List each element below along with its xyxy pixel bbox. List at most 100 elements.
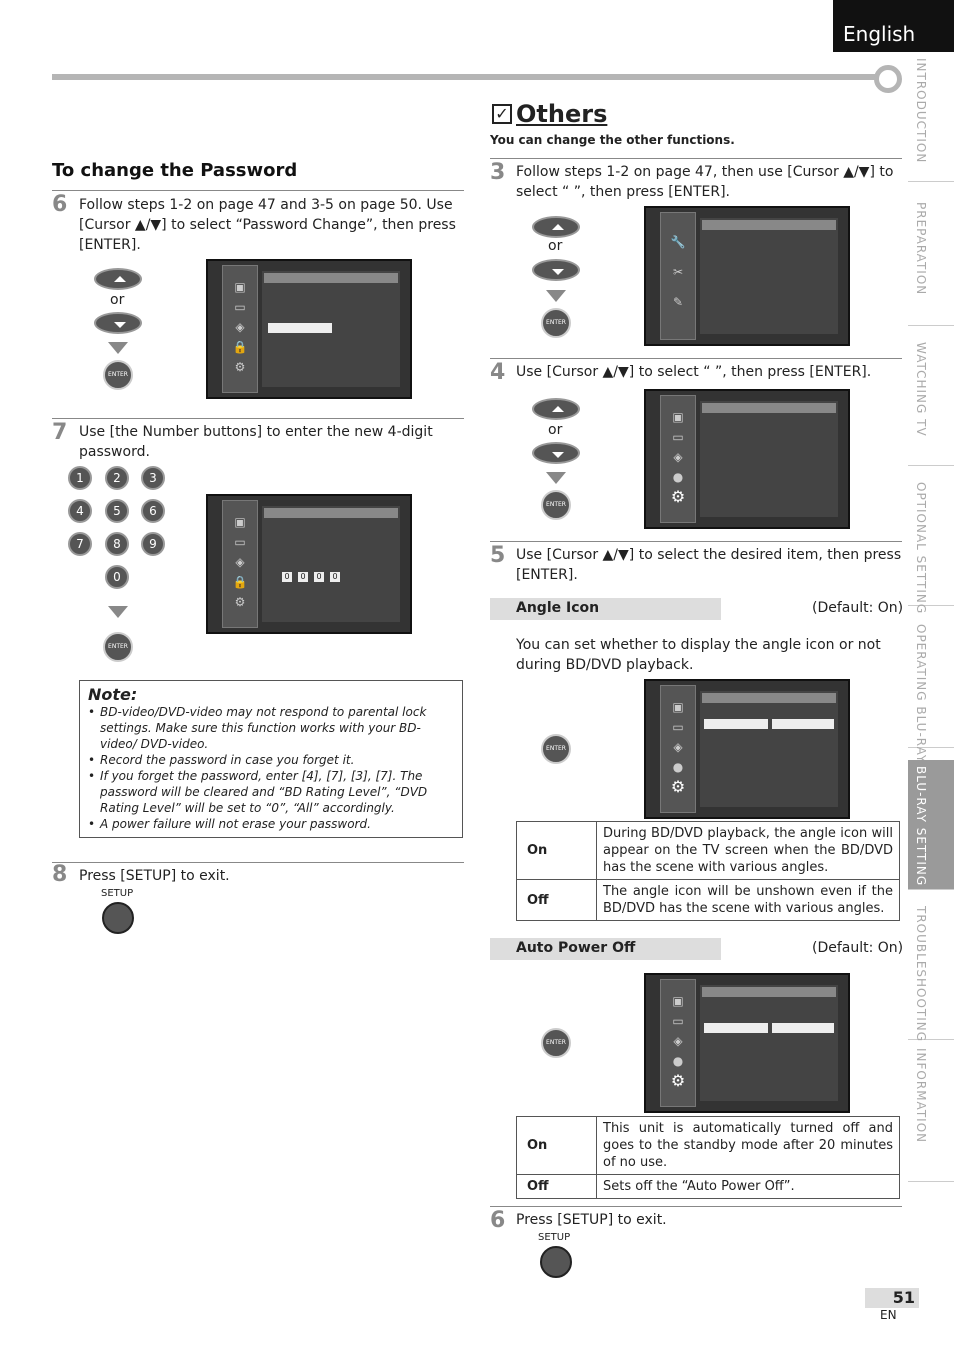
number-button[interactable]: 8 (105, 532, 129, 556)
or-label: or (548, 238, 563, 254)
password-digit: 0 (314, 572, 324, 582)
number-button[interactable]: 6 (141, 499, 165, 523)
gear-icon: ⚙ (234, 360, 246, 374)
enter-button[interactable]: ENTER (541, 1028, 571, 1058)
top-rule (52, 74, 884, 80)
enter-button[interactable]: ENTER (103, 632, 133, 662)
gear-icon: ⚙ (234, 595, 246, 609)
divider (490, 541, 902, 542)
step-text: Use [the Number buttons] to enter the ne… (79, 424, 433, 460)
note-box: Note: BD-video/DVD-video may not respond… (79, 680, 463, 838)
display-icon: ▣ (234, 515, 246, 529)
display-icon: ▣ (672, 994, 684, 1008)
step-number: 8 (52, 862, 68, 887)
audio-icon: ◈ (235, 320, 245, 334)
number-button[interactable]: 7 (68, 532, 92, 556)
arrow-down-icon (108, 342, 128, 354)
menu-sidebar: ▣ ▭ ◈ ● ⚙ (660, 685, 696, 813)
step-number: 6 (52, 192, 68, 217)
cursor-up-button[interactable] (532, 398, 580, 420)
menu-pane (700, 401, 838, 517)
side-tab-label: PREPARATION (914, 202, 928, 296)
step-text: Use [Cursor ▲/▼] to select “ ”, then pre… (516, 364, 872, 380)
audio-icon: ◈ (673, 1034, 683, 1048)
lock-icon: 🔒 (232, 340, 248, 354)
language-label: English (833, 0, 954, 52)
option-description: The angle icon will be unshown even if t… (596, 879, 900, 921)
angle-default: (Default: On) (812, 600, 904, 616)
number-button[interactable]: 4 (68, 499, 92, 523)
enter-button[interactable]: ENTER (541, 308, 571, 338)
menu-sidebar: ▣ ▭ ◈ ● ⚙ (660, 979, 696, 1107)
or-label: or (548, 422, 563, 438)
step-text: Use [Cursor ▲/▼] to select the desired i… (516, 547, 902, 583)
audio-icon: ◈ (673, 740, 683, 754)
cursor-up-button[interactable] (94, 268, 142, 290)
tv-icon: ▭ (234, 535, 246, 549)
cursor-up-button[interactable] (532, 216, 580, 238)
number-button[interactable]: 0 (105, 565, 129, 589)
setup-button[interactable] (102, 902, 134, 934)
display-icon: ▣ (672, 410, 684, 424)
step-number: 3 (490, 160, 506, 185)
enter-button[interactable]: ENTER (541, 490, 571, 520)
menu-pane (700, 691, 838, 807)
gear-icon: ⚙ (670, 1071, 686, 1090)
menu-value-bar (772, 1023, 834, 1033)
password-digit: 0 (282, 572, 292, 582)
note-item: If you forget the password, enter [4], [… (88, 768, 454, 816)
side-tab: WATCHING TV (908, 336, 954, 466)
gear-icon: ⚙ (670, 487, 686, 506)
step-number: 4 (490, 360, 506, 385)
tv-icon: ▭ (672, 720, 684, 734)
option-key: On (516, 1116, 597, 1175)
step-text: Press [SETUP] to exit. (79, 868, 230, 884)
divider (490, 158, 902, 159)
password-digit: 0 (330, 572, 340, 582)
option-description: During BD/DVD playback, the angle icon w… (596, 821, 900, 880)
or-label: or (110, 292, 125, 308)
step-text: Follow steps 1-2 on page 47 and 3-5 on p… (79, 197, 456, 253)
cursor-down-button[interactable] (532, 259, 580, 281)
option-key: On (516, 821, 597, 880)
note-item: BD-video/DVD-video may not respond to pa… (88, 704, 454, 752)
divider (52, 862, 464, 863)
enter-button[interactable]: ENTER (103, 360, 133, 390)
password-digit: 0 (298, 572, 308, 582)
menu-selection-bar (268, 323, 332, 333)
display-icon: ▣ (672, 700, 684, 714)
number-button[interactable]: 2 (105, 466, 129, 490)
step-text: Follow steps 1-2 on page 47, then use [C… (516, 164, 894, 200)
cursor-down-button[interactable] (94, 312, 142, 334)
menu-sidebar: 🔧 ✂ ✎ (660, 212, 696, 340)
display-icon: ▣ (234, 280, 246, 294)
menu-selection-bar (704, 719, 768, 729)
side-tab: INFORMATION (908, 1042, 954, 1182)
step-number: 7 (52, 420, 68, 445)
arrow-down-icon (546, 472, 566, 484)
number-button[interactable]: 9 (141, 532, 165, 556)
number-button[interactable]: 1 (68, 466, 92, 490)
auto-power-menu-screen: ▣ ▭ ◈ ● ⚙ (644, 973, 850, 1113)
arrow-down-icon (546, 290, 566, 302)
cursor-down-button[interactable] (532, 442, 580, 464)
number-button[interactable]: 3 (141, 466, 165, 490)
setup-button[interactable] (540, 1246, 572, 1278)
menu-screen: ▣ ▭ ◈ 🔒 ⚙ (206, 259, 412, 399)
divider (52, 418, 464, 419)
gear-icon: ⚙ (670, 777, 686, 796)
option-description: Sets off the “Auto Power Off”. (596, 1174, 900, 1199)
number-button[interactable]: 5 (105, 499, 129, 523)
side-tab-label: OPTIONAL SETTING (914, 482, 928, 615)
lock-icon: ● (672, 470, 684, 484)
section-title-others: Others (516, 100, 608, 128)
lang-code: EN (880, 1308, 897, 1322)
enter-button[interactable]: ENTER (541, 734, 571, 764)
angle-menu-screen: ▣ ▭ ◈ ● ⚙ (644, 679, 850, 819)
lock-icon: 🔒 (232, 575, 248, 589)
side-tab-label: TROUBLESHOOTING (914, 906, 928, 1043)
section-subtitle: You can change the other functions. (490, 133, 735, 147)
